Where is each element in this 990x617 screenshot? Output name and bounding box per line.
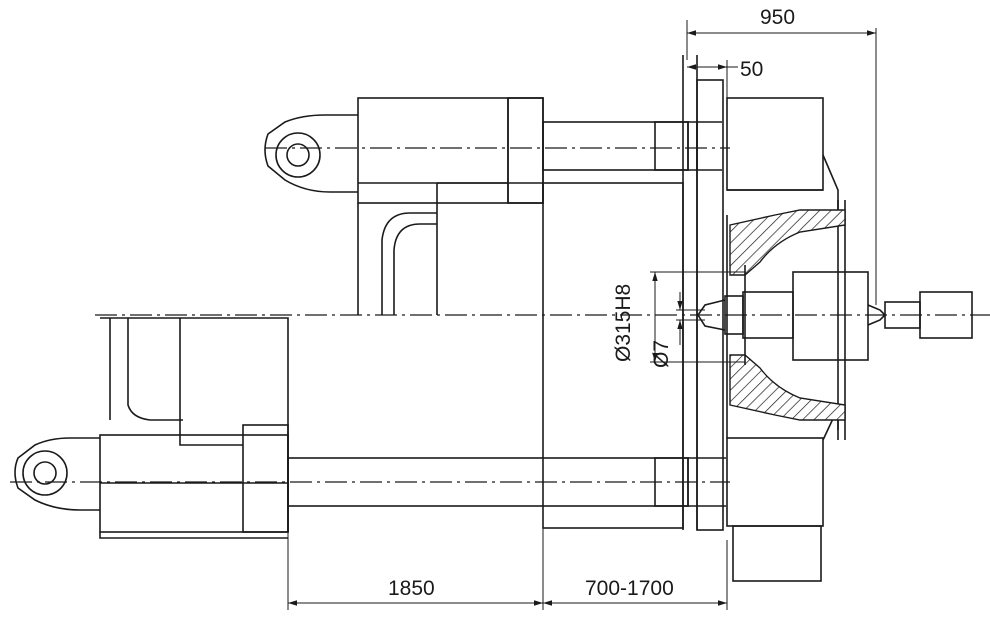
upper-tie-bar: [542, 121, 722, 171]
nozzle-assembly: [697, 271, 973, 361]
lower-support-arm: [99, 318, 288, 539]
upper-rear-clevis: [264, 114, 358, 193]
upper-cylinder: [357, 97, 544, 204]
dim-small-diameter-label: Ø7: [650, 340, 673, 368]
dim-50-label: 50: [740, 58, 763, 81]
dim-700-1700-label: 700-1700: [585, 577, 674, 600]
dim-bore-diameter-label: Ø315H8: [612, 284, 635, 362]
fixed-platen: [726, 97, 846, 582]
upper-support-arm: [357, 182, 508, 315]
lower-rear-clevis: [14, 437, 100, 511]
dim-950-label: 950: [760, 6, 795, 29]
moving-platen: [542, 55, 724, 531]
dimension-lines: [287, 20, 877, 610]
center-lines: [10, 147, 990, 483]
dim-1850-label: 1850: [388, 577, 435, 600]
